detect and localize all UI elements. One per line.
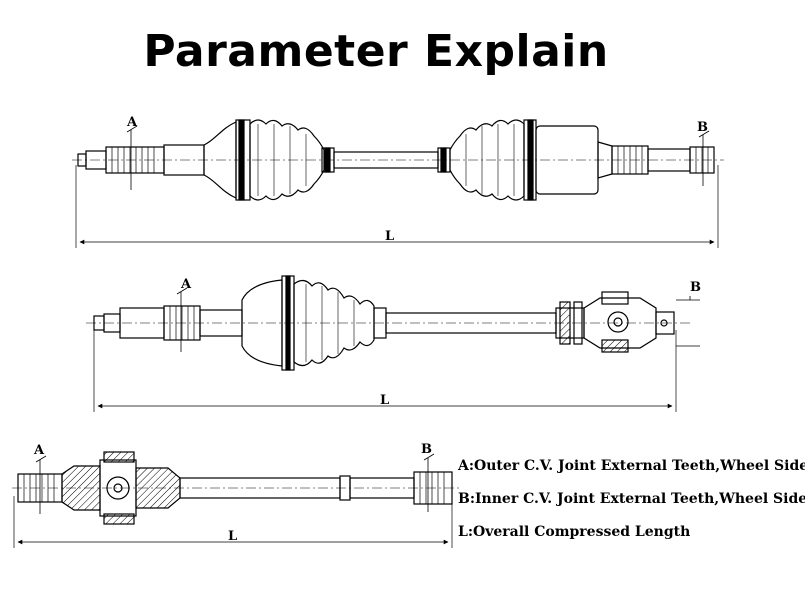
shaft-2-marker-l: L: [380, 393, 389, 408]
shaft-3-marker-b: B: [421, 442, 432, 457]
shaft-1-marker-a: A: [126, 115, 138, 130]
shaft-3-marker-a: A: [33, 443, 45, 458]
shaft-3: [12, 451, 460, 548]
page-title: Parameter Explain: [143, 26, 609, 77]
shaft-1: [72, 119, 724, 248]
legend-item-l: L:Overall Compressed Length: [458, 524, 691, 540]
shaft-2-marker-b: B: [690, 280, 701, 295]
legend-item-a: A:Outer C.V. Joint External Teeth,Wheel …: [458, 458, 805, 474]
shaft-2: [86, 275, 700, 412]
shaft-3-marker-l: L: [228, 529, 237, 544]
legend: A:Outer C.V. Joint External Teeth,Wheel …: [458, 456, 805, 555]
legend-item-b: B:Inner C.V. Joint External Teeth,Wheel …: [458, 491, 805, 507]
shaft-1-marker-l: L: [385, 229, 394, 244]
shaft-1-marker-b: B: [697, 120, 708, 135]
shaft-2-marker-a: A: [180, 277, 192, 292]
